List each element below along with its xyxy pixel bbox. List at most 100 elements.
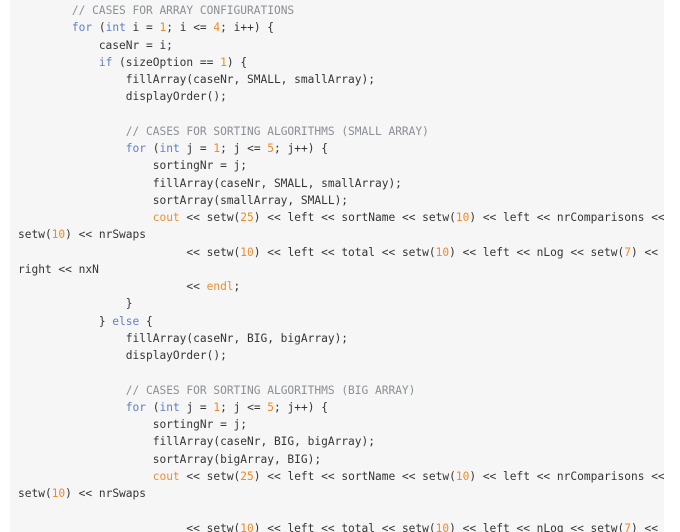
- code-text: [18, 470, 153, 483]
- code-text: }: [18, 297, 133, 311]
- code-block: // CASES FOR ARRAY CONFIGURATIONS for (i…: [18, 2, 664, 532]
- code-comment: // CASES FOR SORTING ALGORITHMS (SMALL A…: [125, 124, 429, 138]
- code-stream-token: endl: [206, 280, 234, 293]
- code-line: [18, 106, 664, 123]
- code-line: setw(10) << nrSwaps: [18, 485, 664, 502]
- code-number: 1: [159, 21, 167, 35]
- code-line: cout << setw(25) << left << sortName << …: [18, 209, 664, 226]
- code-number: 5: [267, 142, 275, 155]
- code-text: ; j++) {: [274, 400, 328, 414]
- code-number: 25: [240, 211, 254, 224]
- code-text: displayOrder();: [18, 90, 227, 104]
- code-text: fillArray(caseNr, SMALL, smallArray);: [18, 176, 402, 190]
- code-comment: // CASES FOR ARRAY CONFIGURATIONS: [71, 4, 295, 17]
- code-text: (: [146, 400, 160, 414]
- code-line: [18, 364, 664, 381]
- code-number: 7: [624, 521, 631, 532]
- code-text: j =: [179, 142, 214, 155]
- code-line: right << nxN: [18, 261, 664, 278]
- code-text: << setw(: [18, 245, 241, 259]
- code-stream-token: cout: [152, 469, 180, 483]
- code-keyword: int: [105, 21, 126, 35]
- code-panel: // CASES FOR ARRAY CONFIGURATIONS for (i…: [10, 0, 664, 532]
- code-text: ) << left << nLog << setw(: [449, 245, 625, 259]
- code-text: ) << nrSwaps: [65, 228, 146, 242]
- code-number: 4: [213, 21, 221, 35]
- code-text: ) << left << sortName << setw(: [253, 211, 456, 224]
- code-text: ) << left << nrComparisons <<: [469, 211, 664, 224]
- code-text: ; i <=: [166, 21, 214, 35]
- code-line: caseNr = i;: [18, 37, 664, 54]
- code-line: [18, 502, 664, 519]
- code-text: [18, 384, 126, 397]
- code-line: // CASES FOR SORTING ALGORITHMS (SMALL A…: [18, 123, 664, 140]
- code-text: fillArray(caseNr, BIG, bigArray);: [18, 435, 375, 449]
- code-text: ) << left << nrComparisons <<: [469, 469, 664, 483]
- code-text: j =: [179, 400, 214, 414]
- code-text: (: [146, 142, 160, 155]
- code-line: setw(10) << nrSwaps: [18, 226, 664, 243]
- code-text: ) << left << nLog << setw(: [449, 521, 625, 532]
- code-text: }: [18, 314, 113, 328]
- code-line: fillArray(caseNr, BIG, bigArray);: [18, 433, 664, 450]
- code-text: << setw(: [179, 469, 241, 483]
- code-line: fillArray(caseNr, SMALL, smallArray);: [18, 175, 664, 192]
- code-text: [18, 56, 99, 69]
- code-number: 10: [435, 245, 450, 259]
- code-text: ; i++) {: [220, 21, 275, 35]
- code-text: displayOrder();: [18, 349, 227, 362]
- code-text: right << nxN: [18, 262, 99, 276]
- code-text: ; j <=: [220, 400, 268, 414]
- code-text: sortingNr = j;: [18, 159, 248, 173]
- code-text: ) {: [226, 55, 248, 69]
- code-number: 10: [240, 521, 254, 532]
- code-line: // CASES FOR ARRAY CONFIGURATIONS: [18, 2, 664, 19]
- code-line: for (int j = 1; j <= 5; j++) {: [18, 399, 664, 416]
- code-stream-token: cout: [152, 211, 180, 224]
- code-text: setw(: [18, 228, 52, 242]
- code-text: ) << left << sortName << setw(: [253, 469, 456, 483]
- code-text: << setw(: [18, 521, 241, 532]
- code-text: ) << nrSwaps: [65, 487, 146, 500]
- code-text: [18, 4, 72, 17]
- code-line: sortArray(bigArray, BIG);: [18, 451, 664, 468]
- code-text: i =: [125, 21, 160, 35]
- code-text: ) << left << total << setw(: [253, 245, 436, 259]
- code-line: if (sizeOption == 1) {: [18, 54, 664, 71]
- code-text: [18, 142, 126, 155]
- code-text: ) <<: [630, 521, 658, 532]
- code-text: {: [139, 314, 153, 328]
- code-number: 25: [240, 469, 254, 483]
- code-keyword: int: [159, 400, 180, 414]
- code-text: fillArray(caseNr, SMALL, smallArray);: [18, 73, 375, 86]
- code-line: sortingNr = j;: [18, 416, 664, 433]
- code-keyword: for: [125, 400, 146, 414]
- code-line: sortingNr = j;: [18, 157, 664, 174]
- code-number: 1: [213, 142, 221, 155]
- code-number: 10: [435, 521, 450, 532]
- code-line: }: [18, 295, 664, 312]
- code-number: 10: [455, 469, 470, 483]
- code-text: ;: [233, 280, 241, 293]
- code-line: fillArray(caseNr, SMALL, smallArray);: [18, 71, 664, 88]
- code-text: sortArray(bigArray, BIG);: [18, 452, 322, 466]
- code-line: fillArray(caseNr, BIG, bigArray);: [18, 330, 664, 347]
- code-number: 10: [455, 211, 470, 224]
- code-text: (: [92, 21, 106, 35]
- code-text: fillArray(caseNr, BIG, bigArray);: [18, 331, 349, 345]
- code-text: sortArray(smallArray, SMALL);: [18, 193, 349, 207]
- code-number: 10: [51, 228, 66, 242]
- code-line: for (int j = 1; j <= 5; j++) {: [18, 140, 664, 157]
- code-keyword: int: [159, 142, 180, 155]
- code-keyword: if: [98, 55, 113, 69]
- code-number: 7: [624, 245, 631, 259]
- code-text: ) << left << total << setw(: [253, 521, 436, 532]
- code-text: [18, 401, 126, 414]
- code-text: [18, 125, 126, 138]
- code-text: caseNr = i;: [18, 38, 173, 52]
- code-number: 1: [220, 55, 227, 69]
- code-number: 1: [213, 400, 221, 414]
- code-text: ; j++) {: [274, 142, 328, 155]
- code-line: << setw(10) << left << total << setw(10)…: [18, 520, 664, 532]
- code-line: // CASES FOR SORTING ALGORITHMS (BIG ARR…: [18, 382, 664, 399]
